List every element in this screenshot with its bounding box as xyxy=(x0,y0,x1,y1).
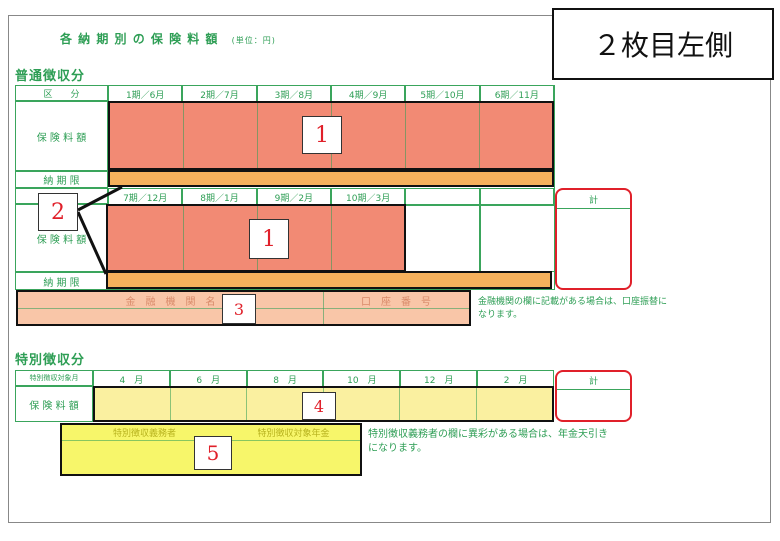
marker-1-top: 1 xyxy=(302,116,342,154)
empty-cell xyxy=(405,204,480,272)
due-label: 納 期 限 xyxy=(43,277,80,289)
page-frame xyxy=(8,15,771,523)
marker-text: 3 xyxy=(233,299,245,319)
futsu-due-label-2: 納 期 限 xyxy=(15,272,108,290)
bank-label: 金 融 機 関 名 xyxy=(125,296,216,308)
empty-cell xyxy=(480,204,555,272)
title-unit: (単位：円) xyxy=(231,36,276,45)
marker-text: 1 xyxy=(315,122,329,148)
due-row-2 xyxy=(106,271,552,289)
tokubetsu-total-box: 計 xyxy=(555,370,632,422)
period-cell xyxy=(479,188,554,206)
marker-text: 2 xyxy=(51,199,65,225)
marker-text: 1 xyxy=(262,226,276,252)
premium-label: 保 険 料 額 xyxy=(36,234,87,246)
month-head: 特別徴収対象月 xyxy=(15,370,93,386)
marker-4: 4 xyxy=(302,392,336,420)
due-row-1 xyxy=(108,170,554,187)
futsu-row-head: 区 分 xyxy=(15,85,108,101)
futsu-total-label: 計 xyxy=(557,193,630,209)
premium-label: 保 険 料 額 xyxy=(29,400,79,412)
tokubetsu-total-label: 計 xyxy=(557,374,630,390)
page-label-box: ２枚目左側 xyxy=(552,8,774,80)
marker-1-bottom: 1 xyxy=(249,219,289,259)
title-text: 各 納 期 別 の 保 険 料 額 xyxy=(60,32,219,46)
futsu-period-header-top: 1期／6月 2期／7月 3期／8月 4期／9月 5期／10月 6期／11月 xyxy=(108,85,554,103)
marker-text: 4 xyxy=(313,396,325,416)
obligor-label: 特別徴収義務者 xyxy=(112,429,176,439)
premium-row-1 xyxy=(108,101,554,170)
tokubetsu-premium-label: 保 険 料 額 xyxy=(15,386,93,422)
period-cell xyxy=(405,188,480,206)
futsu-total-box: 計 xyxy=(555,188,632,290)
bank-note: 金融機関の欄に記載がある場合は、口座振替になります。 xyxy=(478,297,668,320)
tokubetsu-note: 特別徴収義務者の欄に異彩がある場合は、年金天引きになります。 xyxy=(368,429,608,454)
month-head-label: 特別徴収対象月 xyxy=(29,374,79,382)
tokubetsu-heading: 特別徴収分 xyxy=(15,353,86,368)
row-head-label: 区 分 xyxy=(43,89,80,100)
futsu-premium-label-1: 保 険 料 額 xyxy=(15,101,108,171)
marker-5: 5 xyxy=(194,436,232,470)
futsu-heading: 普通徴収分 xyxy=(15,69,86,84)
marker-2: 2 xyxy=(38,193,78,231)
due-label: 納 期 限 xyxy=(43,176,80,187)
tokubetsu-month-header: 4 月 6 月 8 月 10 月 12 月 2 月 xyxy=(93,370,554,388)
futsu-due-label-1: 納 期 限 xyxy=(15,171,108,188)
pension-label: 特別徴収対象年金 xyxy=(257,429,330,439)
marker-text: 5 xyxy=(206,441,220,465)
futsu-period-header-bottom: 7期／12月 8期／1月 9期／2月 10期／3月 xyxy=(108,188,554,206)
marker-3: 3 xyxy=(222,294,256,324)
document-title: 各 納 期 別 の 保 険 料 額 (単位：円) xyxy=(60,30,276,47)
premium-label: 保 険 料 額 xyxy=(36,132,87,144)
page-label: ２枚目左側 xyxy=(592,29,733,62)
account-label: 口 座 番 号 xyxy=(361,296,431,308)
